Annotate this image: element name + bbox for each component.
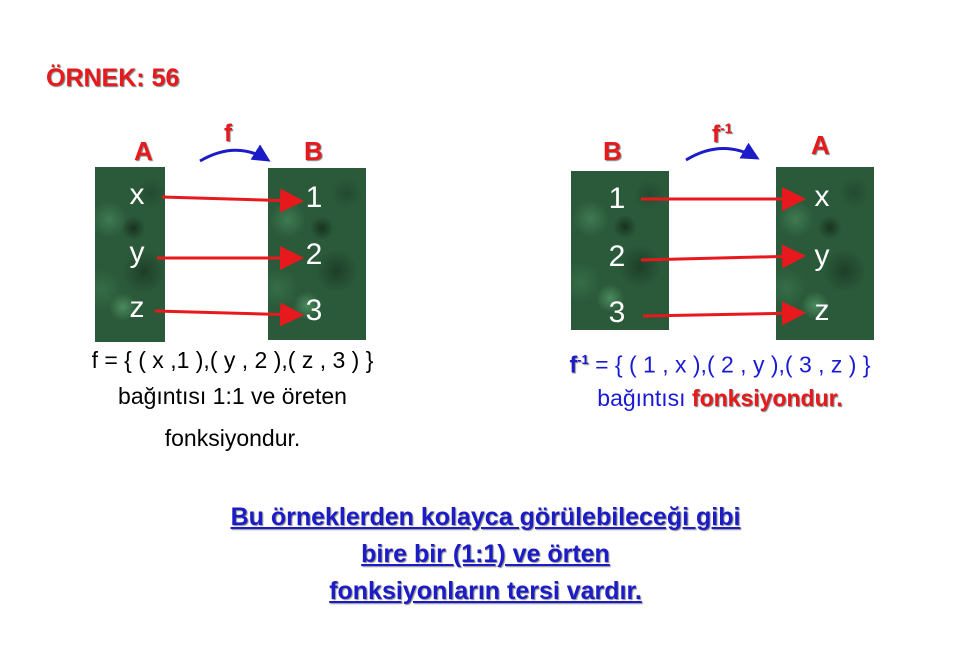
right-arrow-3-to-z bbox=[642, 301, 806, 326]
conclusion-line3: fonksiyonların tersi vardır. bbox=[329, 577, 642, 605]
left-domain-element-x: x bbox=[129, 178, 145, 211]
right-description: bağıntısı fonksiyondur. bbox=[597, 385, 843, 411]
right-domain-element-2: 2 bbox=[608, 240, 626, 273]
conclusion-line1: Bu örneklerden kolayca görülebileceği gi… bbox=[230, 503, 741, 531]
right-domain-element-3: 3 bbox=[608, 296, 626, 329]
left-arrow-z-to-3 bbox=[154, 302, 304, 327]
left-function-label: f bbox=[224, 120, 232, 147]
right-codomain-element-x: x bbox=[814, 180, 830, 213]
right-relation-text: f-1 = { ( 1 , x ),( 2 , y ),( 3 , z ) } bbox=[569, 351, 871, 378]
left-codomain-element-1: 1 bbox=[305, 181, 323, 214]
left-codomain-element-2: 2 bbox=[305, 238, 323, 271]
right-arrow-2-to-y bbox=[640, 244, 806, 269]
left-domain-label: A bbox=[134, 136, 153, 166]
right-function-curve-arrow bbox=[685, 142, 760, 162]
right-codomain-element-z: z bbox=[814, 294, 830, 327]
right-domain-element-1: 1 bbox=[608, 182, 626, 215]
conclusion-line2: bire bir (1:1) ve örten bbox=[361, 540, 610, 568]
left-relation-text: f = { ( x ,1 ),( y , 2 ),( z , 3 ) } bbox=[91, 347, 374, 373]
right-domain-label: B bbox=[603, 136, 622, 166]
example-title: ÖRNEK: 56 bbox=[46, 64, 180, 92]
left-codomain-element-3: 3 bbox=[305, 294, 323, 327]
left-domain-set-box bbox=[95, 167, 165, 342]
left-description-line2: fonksiyondur. bbox=[164, 425, 301, 451]
right-codomain-element-y: y bbox=[814, 239, 830, 272]
right-function-label: f-1 bbox=[712, 120, 733, 148]
right-description-emphasis: fonksiyondur. bbox=[691, 385, 843, 411]
left-domain-element-z: z bbox=[129, 291, 145, 324]
right-codomain-label: A bbox=[811, 130, 830, 160]
left-description-line1: bağıntısı 1:1 ve öreten bbox=[118, 383, 347, 409]
left-arrow-x-to-1 bbox=[161, 188, 304, 213]
left-function-curve-arrow bbox=[199, 144, 271, 163]
left-domain-element-y: y bbox=[129, 236, 145, 269]
left-codomain-label: B bbox=[304, 136, 323, 166]
